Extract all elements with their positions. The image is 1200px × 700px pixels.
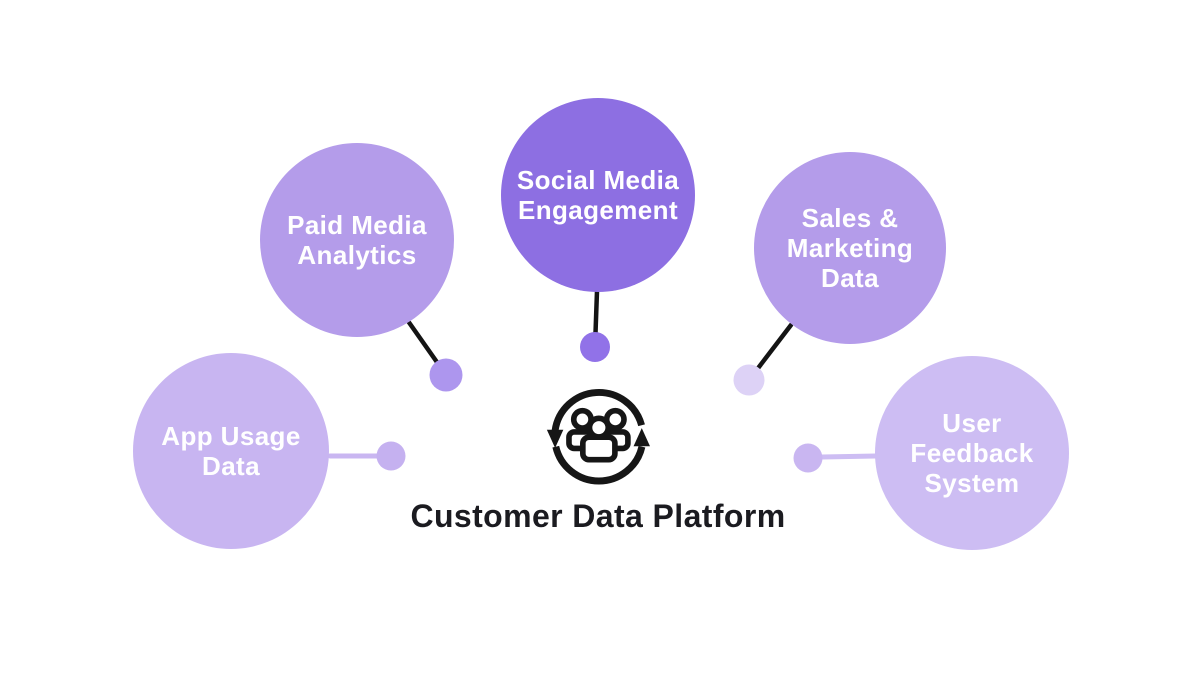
connector-dot-app-usage (376, 441, 406, 471)
node-user-feedback-system-label: User Feedback System (910, 407, 1034, 499)
node-app-usage-data-label: App Usage Data (161, 420, 301, 481)
connector-line-user-feedback (819, 453, 879, 460)
connector-dot-sales-marketing (733, 364, 765, 396)
node-social-media-engagement-label: Social Media Engagement (516, 164, 680, 225)
node-user-feedback-system: User Feedback System (875, 356, 1069, 550)
node-sales-marketing-data: Sales & Marketing Data (754, 152, 946, 344)
people-sync-icon (546, 383, 650, 487)
node-paid-media-analytics-label: Paid Media Analytics (287, 209, 427, 270)
node-social-media-engagement: Social Media Engagement (501, 98, 695, 292)
connector-dot-social-media (580, 332, 610, 362)
node-sales-marketing-data-label: Sales & Marketing Data (786, 202, 914, 294)
sync-arrows (546, 389, 650, 485)
connector-dot-paid-media (429, 358, 463, 392)
people-group (566, 407, 631, 463)
node-app-usage-data: App Usage Data (133, 353, 329, 549)
node-paid-media-analytics: Paid Media Analytics (260, 143, 454, 337)
diagram-title: Customer Data Platform (410, 498, 786, 534)
connector-dot-user-feedback (793, 443, 823, 473)
